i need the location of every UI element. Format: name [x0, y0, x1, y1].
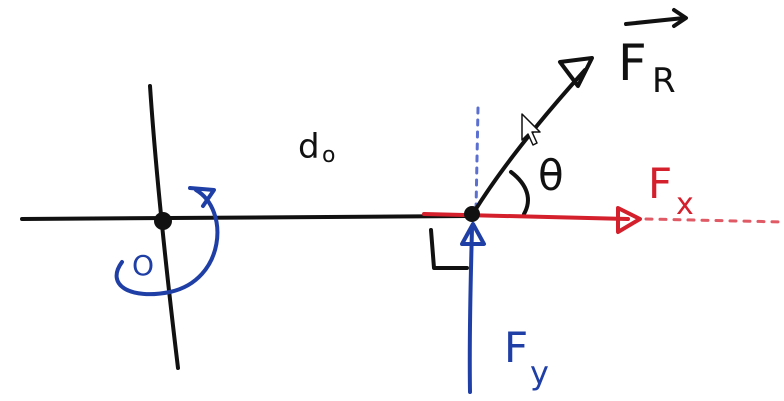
rotation-arrow: [114, 188, 220, 297]
resultant-force-label: F: [618, 34, 647, 92]
force-x-arrowhead-icon: [616, 206, 642, 234]
force-x-dotted-extension: [644, 217, 784, 224]
distance-label: d: [298, 127, 320, 167]
vertical-reference-dotted-line: [474, 106, 480, 212]
force-y-arrowhead-icon: [460, 222, 486, 246]
angle-arc: [509, 170, 530, 216]
force-y-vector: [467, 226, 474, 394]
origin-label: O: [132, 249, 154, 282]
lever-line: [20, 214, 472, 221]
angle-label: θ: [538, 151, 564, 200]
right-angle-mark: [429, 228, 469, 270]
vector-overline: [624, 16, 686, 26]
resultant-force-vector: [472, 68, 587, 214]
force-y-label: F: [504, 323, 528, 372]
force-x-vector: [422, 212, 630, 221]
resultant-force-arrowhead-icon: [558, 56, 594, 88]
rotation-arrowhead-icon: [188, 186, 216, 208]
vector-overline-arrow-icon: [672, 8, 688, 28]
force-y-subscript: y: [530, 354, 549, 392]
force-x-label: F: [648, 159, 672, 208]
force-application-point: [464, 206, 480, 222]
mouse-cursor-icon: [521, 113, 541, 146]
pivot-point-o: [154, 212, 172, 230]
distance-subscript: o: [322, 143, 335, 168]
force-x-subscript: x: [676, 187, 694, 222]
resultant-force-subscript: R: [652, 61, 676, 101]
